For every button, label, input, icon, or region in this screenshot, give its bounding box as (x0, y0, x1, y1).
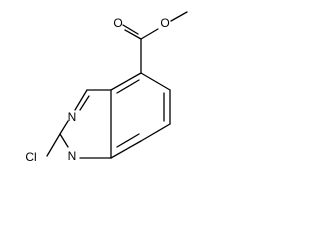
bond-c5-c6 (140, 72, 171, 91)
chemical-structure: O O N N Cl (25, 11, 188, 164)
bond-carbonyl-ester-oxygen (140, 28, 159, 40)
bond-c8-c8a (110, 140, 142, 159)
bond-c8-c8a-inner (116, 133, 140, 148)
atom-label-carbonyl-oxygen: O (113, 16, 122, 30)
bond-ester-oxygen-methyl (170, 11, 188, 22)
bond-c7-c8 (140, 123, 171, 142)
bond-n3-c2 (59, 120, 69, 135)
atom-label-n3: N (68, 110, 77, 124)
bond-c4a-c5 (110, 72, 142, 91)
bond-c4-n3 (74, 89, 88, 111)
bond-carbonyl-oxygen-a (124, 29, 142, 40)
atom-label-chlorine: Cl (25, 150, 36, 164)
bond-c2-cl (46, 133, 61, 157)
bond-c2-n1 (59, 133, 69, 148)
atom-label-ester-oxygen: O (160, 16, 169, 30)
atom-label-n1: N (68, 149, 77, 163)
bond-c4a-c5-inner (116, 79, 140, 94)
bond-carbonyl-oxygen-b (122, 24, 139, 35)
bond-c4-n3-inner (79, 95, 90, 111)
